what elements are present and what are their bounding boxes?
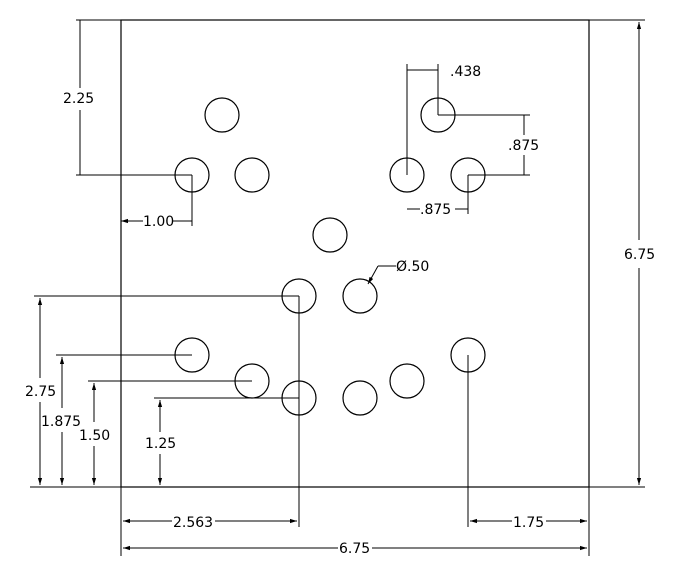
dim-1-25: 1.25 bbox=[145, 397, 299, 485]
dim-label-1-50: 1.50 bbox=[79, 428, 110, 444]
dim-label-2-563: 2.563 bbox=[173, 515, 213, 531]
dim-diameter: Ø.50 bbox=[367, 259, 429, 285]
dim-1-875: 1.875 bbox=[41, 354, 192, 485]
dim-6-75-vertical: 6.75 bbox=[589, 19, 655, 488]
hole bbox=[312, 217, 348, 253]
hole bbox=[342, 380, 378, 416]
dim-2-75: 2.75 bbox=[25, 295, 299, 485]
dim-1-75: 1.75 bbox=[467, 355, 590, 556]
dim-label-6-75-vertical: 6.75 bbox=[624, 247, 655, 263]
dim-1-00: 1.00 bbox=[121, 175, 193, 230]
dim-label-0-875-vertical: .875 bbox=[508, 138, 539, 154]
dim-label-6-75-horizontal: 6.75 bbox=[339, 541, 370, 557]
dim-label-2-75: 2.75 bbox=[25, 384, 56, 400]
dim-label-0-438: .438 bbox=[450, 64, 481, 80]
dim-0-875-horizontal: .875 bbox=[407, 175, 469, 218]
dim-label-2-25: 2.25 bbox=[63, 91, 94, 107]
holes bbox=[174, 97, 486, 416]
dim-1-50: 1.50 bbox=[79, 380, 252, 485]
hole bbox=[234, 157, 270, 193]
dim-label-diameter: Ø.50 bbox=[396, 259, 429, 275]
hole bbox=[342, 278, 378, 314]
dim-2-563: 2.563 bbox=[120, 296, 300, 556]
dim-label-0-875-horizontal: .875 bbox=[420, 202, 451, 218]
dim-6-75-horizontal: 6.75 bbox=[123, 541, 587, 557]
dim-0-875-vertical: .875 bbox=[438, 114, 539, 176]
plate-outline bbox=[120, 19, 590, 488]
dim-label-1-25: 1.25 bbox=[145, 436, 176, 452]
dim-label-1-75: 1.75 bbox=[513, 515, 544, 531]
dim-0-438: .438 bbox=[406, 64, 481, 175]
dim-2-25: 2.25 bbox=[63, 19, 192, 176]
hole bbox=[389, 363, 425, 399]
dim-label-1-00: 1.00 bbox=[143, 214, 174, 230]
dim-label-1-875: 1.875 bbox=[41, 414, 81, 430]
hole bbox=[204, 97, 240, 133]
